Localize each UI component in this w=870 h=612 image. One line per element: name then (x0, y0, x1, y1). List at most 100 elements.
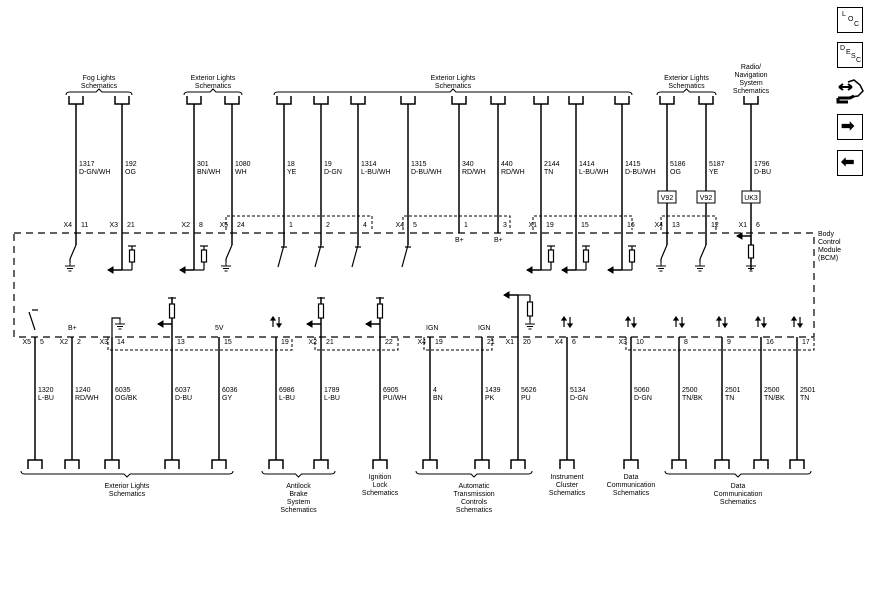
ground-icon (656, 262, 666, 272)
bottom-harness-connector (623, 459, 639, 469)
top-group-label: Exterior Lights (664, 75, 709, 82)
wire-circuit-number: 192 (125, 161, 137, 168)
supply-label: B+ (494, 237, 503, 244)
desc-label: D (840, 45, 846, 52)
bottom-harness-connector (372, 459, 388, 469)
wire-circuit-number: 1414 (579, 161, 595, 168)
top-group-label: Exterior Lights (191, 75, 236, 82)
desc-label: S (851, 53, 856, 60)
top-group-label: System (739, 80, 763, 87)
ground-icon (65, 262, 75, 272)
wire-circuit-number: 2500 (682, 387, 698, 394)
bottom-harness-connector (422, 459, 438, 469)
resistor-icon (547, 249, 555, 263)
switch-icon (277, 244, 287, 268)
wire-color: PK (485, 395, 495, 402)
wire-circuit-number: 6037 (175, 387, 191, 394)
wire-circuit-number: 5186 (670, 161, 686, 168)
location-button[interactable]: L O C (837, 7, 863, 33)
arrow-right-icon: ➡ (841, 118, 855, 135)
pin-number: 19 (546, 222, 554, 229)
wire-circuit-number: 2144 (544, 161, 560, 168)
back-button[interactable]: ⬅ (837, 150, 863, 176)
wire-circuit-number: 4 (433, 387, 437, 394)
wire-color: TN/BK (764, 395, 785, 402)
arrow-left-icon (306, 320, 313, 328)
bidirectional-arrow-icon (560, 315, 574, 329)
group-brace (273, 88, 633, 96)
bottom-harness-connector (313, 459, 329, 469)
wire-circuit-number: 5134 (570, 387, 586, 394)
pin-number: 3 (503, 222, 507, 229)
bidirectional-arrow-icon (624, 315, 638, 329)
pin-number: 10 (636, 339, 644, 346)
wire-color: TN (800, 395, 809, 402)
wire-circuit-number: 1240 (75, 387, 91, 394)
connector-housing-outline (314, 337, 399, 351)
connector-id: X2 (308, 339, 317, 346)
wire-color: RD/WH (75, 395, 99, 402)
connector-tool-icon[interactable] (836, 78, 866, 108)
supply-label: B+ (68, 325, 77, 332)
option-code: UK3 (744, 195, 758, 202)
bottom-group-label: Brake (289, 491, 307, 498)
connector-housing-outline (532, 215, 633, 230)
bottom-harness-connector (789, 459, 805, 469)
top-group-label: Fog Lights (83, 75, 116, 82)
wire-color: OG (125, 169, 136, 176)
top-group-label: Exterior Lights (431, 75, 476, 82)
wire-circuit-number: 2501 (725, 387, 741, 394)
pin-number: 14 (117, 339, 125, 346)
pin-number: 12 (711, 222, 719, 229)
wire-circuit-number: 440 (501, 161, 513, 168)
pin-number: 11 (81, 222, 88, 229)
pin-number: 21 (127, 222, 135, 229)
wire-color: D-GN (570, 395, 588, 402)
forward-button[interactable]: ➡ (837, 114, 863, 140)
pin-number: 13 (177, 339, 185, 346)
connector-id: X4 (63, 222, 72, 229)
wire-color: WH (235, 169, 247, 176)
bottom-group-label: Automatic (458, 483, 490, 490)
switch-icon (699, 244, 707, 260)
wire-color: GY (222, 395, 232, 402)
supply-label: IGN (426, 325, 438, 332)
pin-number: 16 (766, 339, 774, 346)
bidirectional-arrow-icon (269, 315, 283, 329)
wire-circuit-number: 1317 (79, 161, 95, 168)
group-brace (664, 470, 812, 478)
bottom-harness-connector (510, 459, 526, 469)
wire-color: OG/BK (115, 395, 138, 402)
pin-number: 21 (326, 339, 334, 346)
wire-color: L-BU (324, 395, 340, 402)
wire-color: YE (287, 169, 297, 176)
ground-icon (115, 320, 125, 330)
top-harness-connector (659, 96, 675, 105)
bidirectional-arrow-icon (672, 315, 686, 329)
bottom-harness-connector (714, 459, 730, 469)
bottom-group-label: Ignition (369, 474, 392, 481)
connector-id: X4 (654, 222, 663, 229)
wire-circuit-number: 301 (197, 161, 209, 168)
top-group-label: Schematics (733, 88, 770, 95)
bottom-group-label: Lock (373, 482, 388, 489)
bidirectional-arrow-icon (715, 315, 729, 329)
bcm-label: Body (818, 231, 834, 238)
wire (111, 317, 121, 337)
arrow-left-icon (365, 320, 372, 328)
pin-number: 5 (40, 339, 44, 346)
bcm-boundary (13, 232, 815, 338)
group-brace (656, 88, 717, 96)
pin-number: 24 (237, 222, 245, 229)
loc-label: C (854, 21, 860, 28)
arrow-left-icon: ⬅ (841, 154, 855, 171)
connector-housing-outline (423, 337, 493, 351)
top-harness-connector (350, 96, 366, 105)
description-button[interactable]: D E S C (837, 42, 863, 68)
wire-color: D-GN (634, 395, 652, 402)
wire-circuit-number: 1789 (324, 387, 340, 394)
wire-circuit-number: 6035 (115, 387, 131, 394)
top-group-label: Schematics (81, 83, 118, 90)
pin-number: 22 (385, 339, 393, 346)
bottom-group-label: Instrument (550, 474, 583, 481)
